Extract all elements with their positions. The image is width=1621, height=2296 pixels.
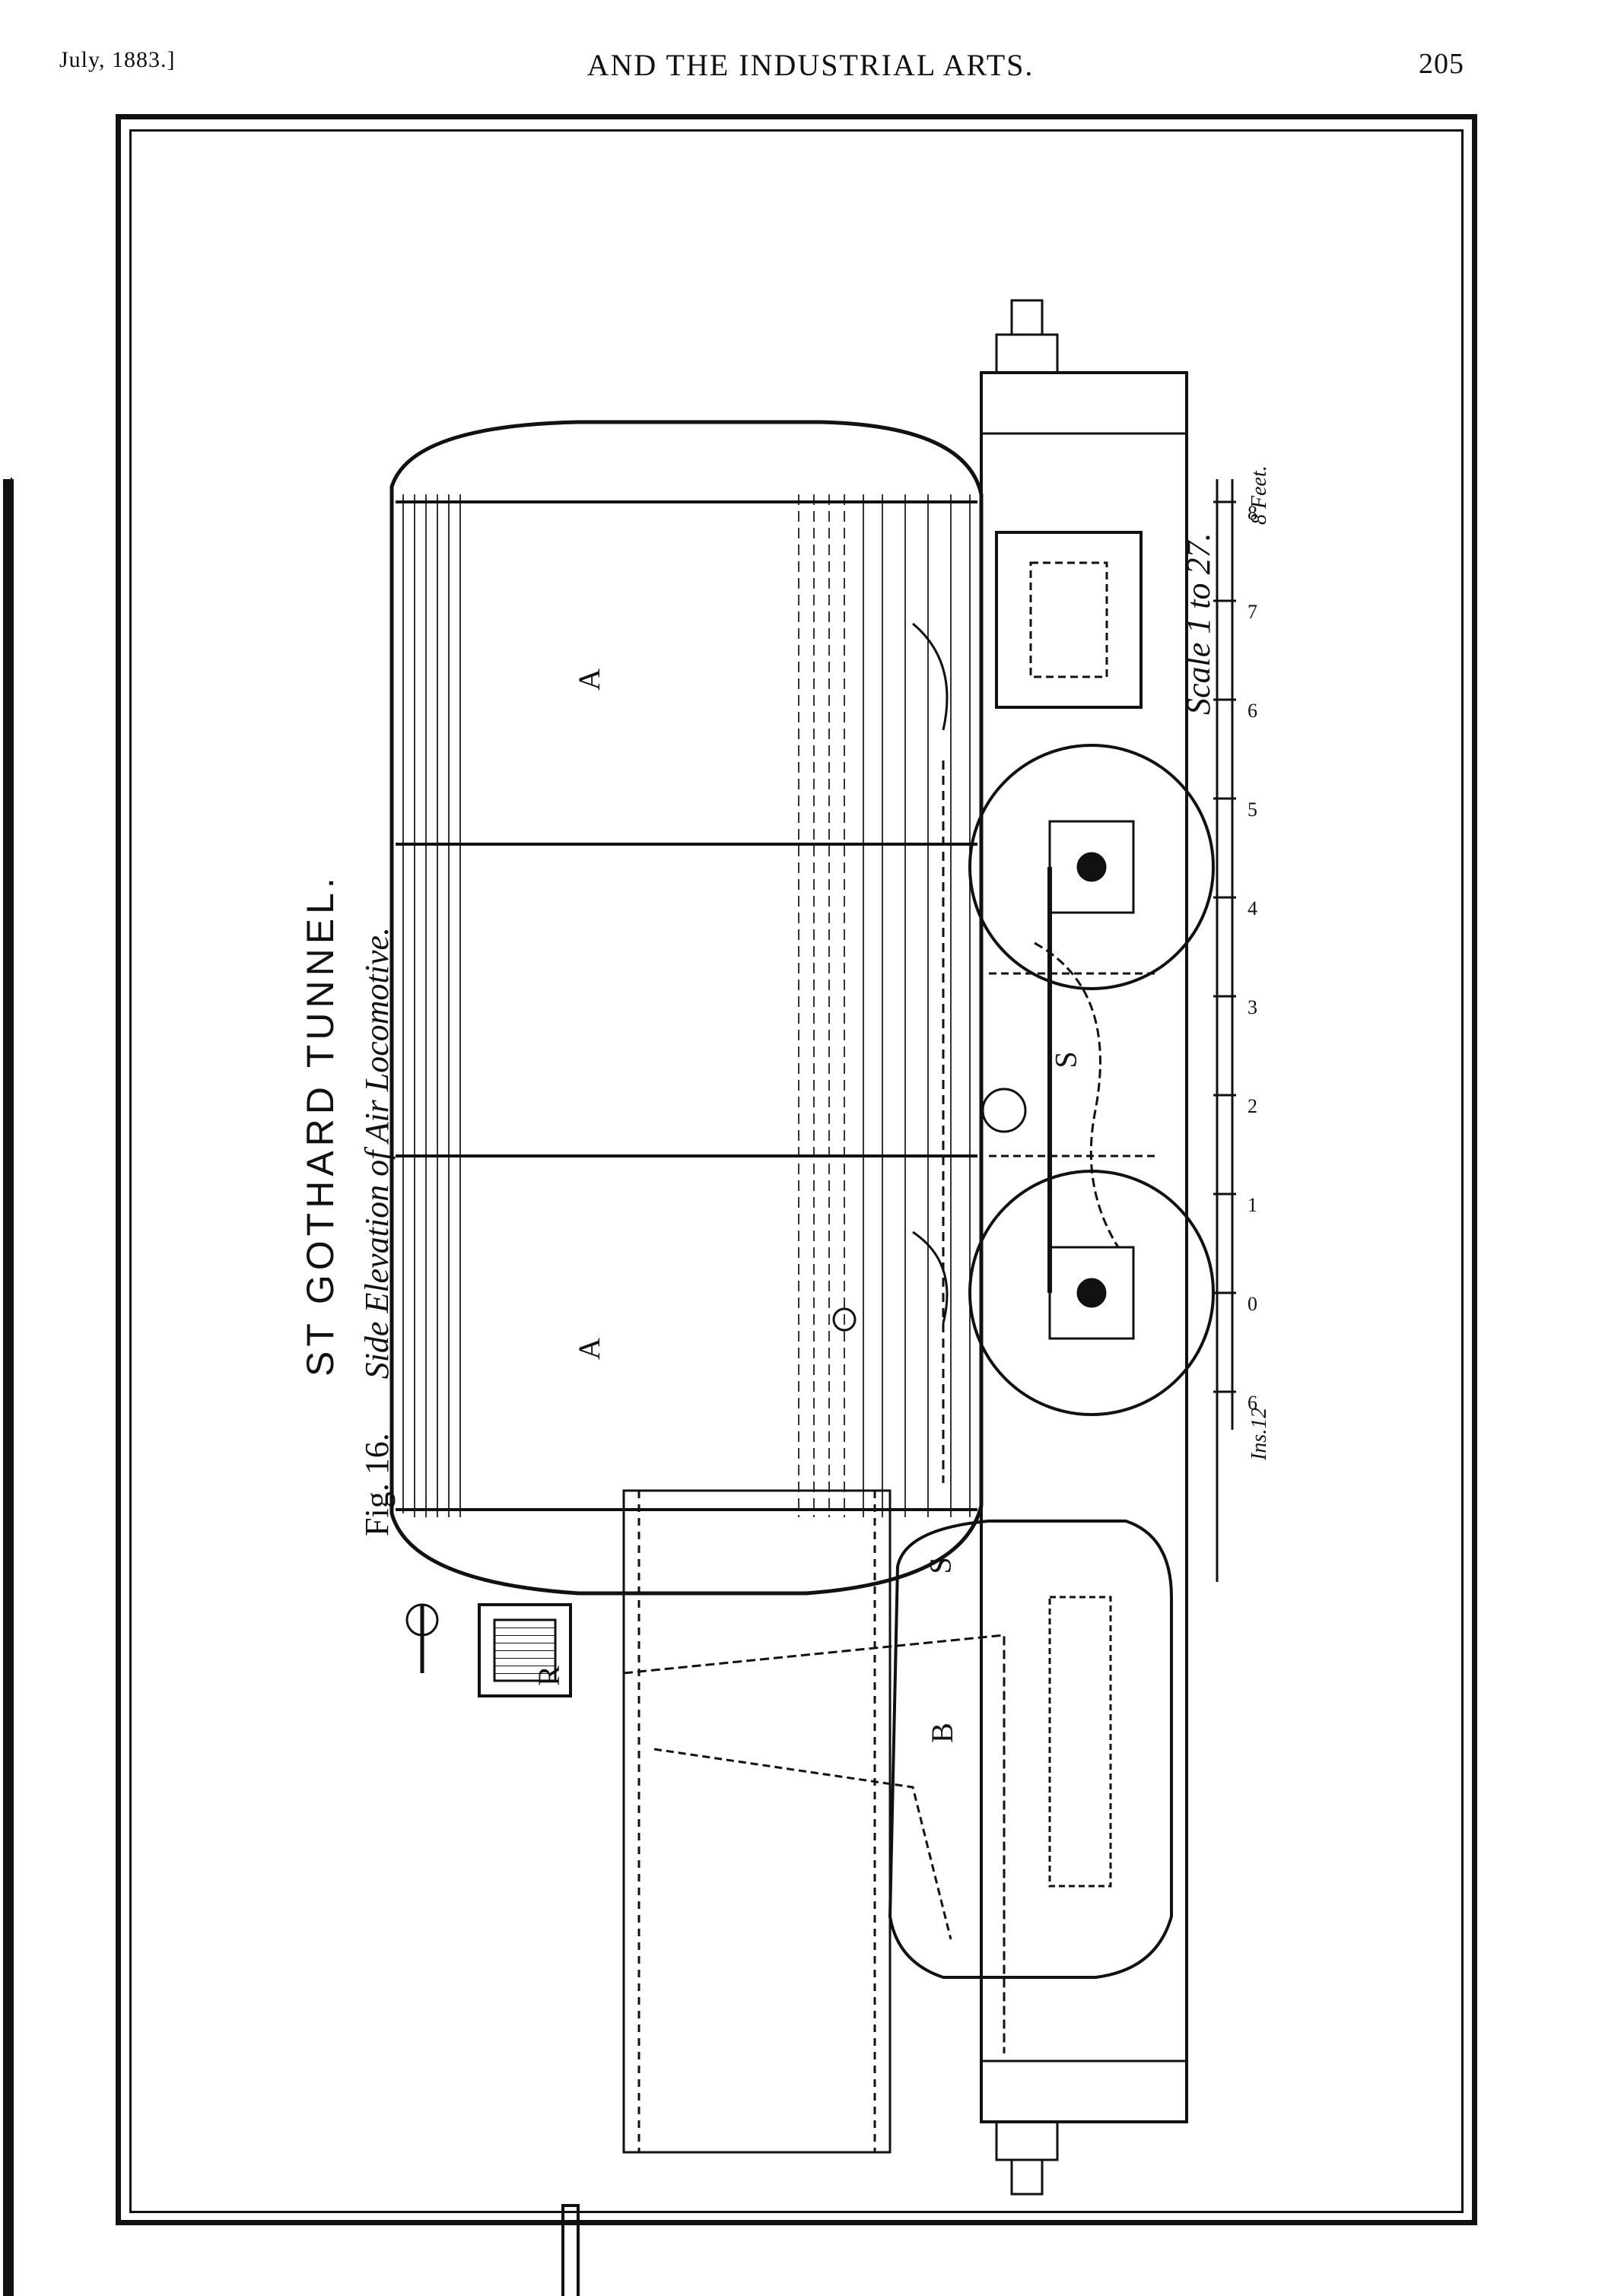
label-reservoir-a-front: A — [571, 668, 606, 691]
scale-tick: 7 — [1248, 601, 1257, 623]
label-rod-s-middle: S — [1048, 1051, 1083, 1069]
header-journal-title: AND THE INDUSTRIAL ARTS. — [586, 48, 1035, 82]
scale-unit-left: Ins.12 — [1248, 1407, 1271, 1460]
header-date: July, 1883.] — [59, 47, 176, 72]
scale-tick: 2 — [1248, 1095, 1257, 1117]
label-regulator-r: R — [531, 1666, 566, 1686]
plate-caption: Fig. 16. Side Elevation of Air Locomotiv… — [358, 927, 396, 1536]
plate-inner-frame — [129, 129, 1464, 2213]
header-page-number: 205 — [1419, 48, 1464, 80]
scale-text: Scale 1 to 27. — [1180, 532, 1217, 715]
label-reservoir-a-rear: A — [571, 1338, 606, 1360]
scale-tick: 3 — [1248, 996, 1257, 1018]
plate-outer-frame — [116, 114, 1477, 2225]
scale-tick: 6 — [1248, 700, 1257, 722]
scale-tick: 5 — [1248, 799, 1257, 821]
label-rod-s-rear: S — [923, 1557, 958, 1574]
figure-label: Fig. 16. — [358, 1433, 396, 1536]
label-small-reservoir-b: B — [924, 1723, 959, 1743]
main-reservoir-tank — [389, 420, 984, 1596]
scale-tick: 1 — [1248, 1194, 1257, 1216]
plate-title: ST GOTHARD TUNNEL. — [299, 873, 342, 1377]
scan-edge-tick — [11, 478, 12, 546]
scale-tick: 8 — [1248, 502, 1257, 524]
scale-tick: 6 — [1248, 1392, 1257, 1414]
scan-edge-bar — [3, 479, 14, 2296]
scale-tick: 4 — [1248, 897, 1257, 919]
front-wheel — [968, 744, 1215, 990]
plate-subtitle: Side Elevation of Air Locomotive. — [358, 926, 396, 1380]
scale-tick: 0 — [1248, 1293, 1257, 1315]
small-reservoir-b — [888, 1520, 1173, 1979]
